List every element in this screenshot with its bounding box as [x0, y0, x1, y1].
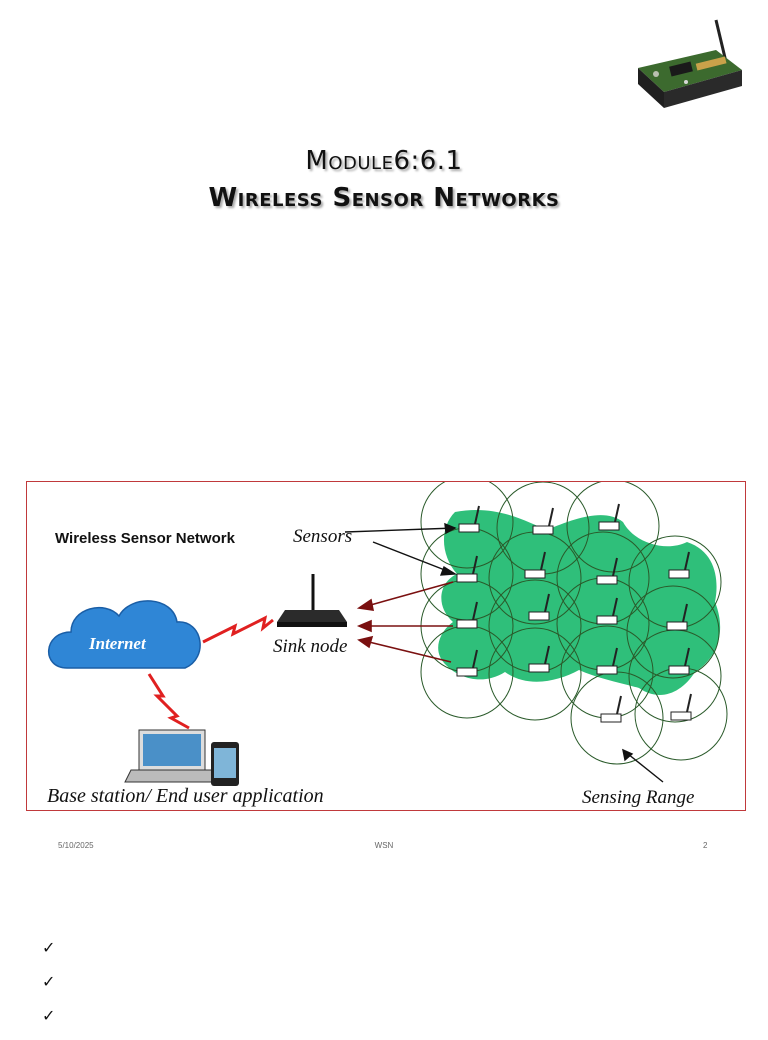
footer-date: 5/10/2025: [58, 841, 94, 850]
lightning-internet-base: [147, 673, 190, 730]
checklist: ✓ ✓ ✓: [42, 938, 55, 1040]
slide-title: Module6:6.1 Wireless Sensor Networks: [0, 142, 768, 216]
lightning-internet-sink: [202, 615, 274, 644]
sensing-range-pointer: [622, 748, 664, 783]
laptop-icon: [124, 729, 220, 783]
slide: Module6:6.1 Wireless Sensor Networks: [0, 19, 768, 850]
title-line-2: Wireless Sensor Networks: [208, 183, 560, 213]
sensor-device-image: [638, 19, 742, 108]
internet-cloud-icon: [48, 600, 201, 669]
phone-icon: [211, 742, 239, 786]
sensors-pointers: [344, 522, 458, 576]
sensors-label: Sensors: [293, 526, 353, 547]
figure-heading: Wireless Sensor Network: [55, 530, 235, 547]
internet-label: Internet: [89, 634, 146, 653]
footer-center-text: WSN: [374, 841, 394, 850]
sink-node-router: [277, 574, 347, 627]
footer-page-number: 2: [703, 841, 708, 850]
checkmark-icon: ✓: [42, 938, 56, 957]
sensing-area: [438, 509, 721, 695]
sensing-range-label: Sensing Range: [582, 787, 695, 808]
base-station-label: Base station/ End user application: [47, 785, 324, 807]
checkmark-icon: ✓: [42, 1006, 56, 1025]
sensor-nodes: [456, 503, 692, 723]
checkmark-icon: ✓: [42, 972, 56, 991]
sink-node-label: Sink node: [273, 636, 348, 657]
title-line-1: Module6:6.1: [305, 146, 463, 176]
data-arrows: [356, 581, 454, 663]
wsn-diagram: [48, 482, 728, 786]
wsn-figure: Wireless Sensor Network Internet Sensors…: [26, 481, 746, 811]
